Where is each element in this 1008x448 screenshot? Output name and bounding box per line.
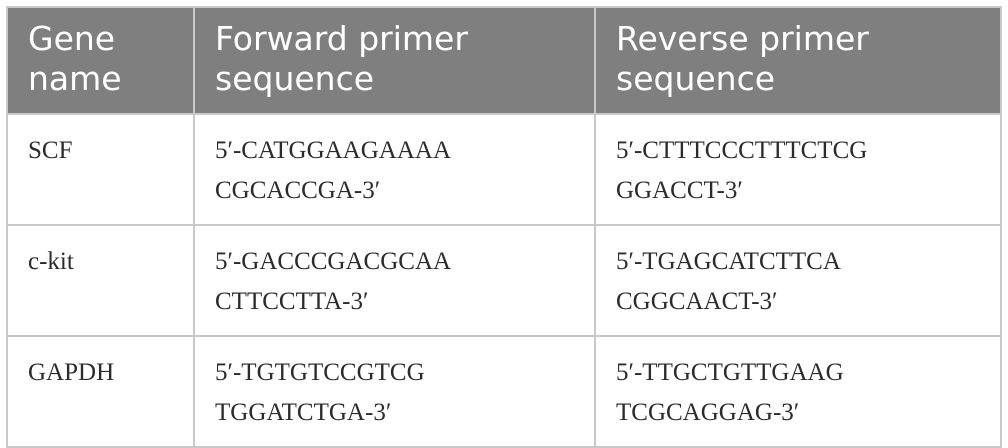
- reverse-primer-cell: 5′-CTTTCCCTTTCTCG GGACCT-3′: [594, 113, 1002, 226]
- header-forward-line2: sequence: [215, 59, 375, 98]
- reverse-primer-line1: 5′-TTGCTGTTGAAG: [616, 359, 844, 386]
- header-row: Gene name Forward primer sequence Revers…: [6, 6, 1002, 115]
- forward-primer-cell: 5′-CATGGAAGAAAA CGCACCGA-3′: [193, 113, 596, 226]
- reverse-primer-line1: 5′-TGAGCATCTTCA: [616, 248, 841, 275]
- primer-sequence-table: Gene name Forward primer sequence Revers…: [6, 6, 1002, 448]
- reverse-primer-line2: CGGCAACT-3′: [616, 288, 778, 315]
- header-reverse-primer: Reverse primer sequence: [594, 6, 1002, 115]
- table-row: GAPDH 5′-TGTGTCCGTCG TGGATCTGA-3′ 5′-TTG…: [6, 335, 1002, 448]
- header-reverse-line1: Reverse primer: [616, 19, 869, 58]
- gene-name-cell: GAPDH: [6, 335, 195, 448]
- table-body: SCF 5′-CATGGAAGAAAA CGCACCGA-3′ 5′-CTTTC…: [6, 113, 1002, 448]
- reverse-primer-line2: GGACCT-3′: [616, 177, 743, 204]
- reverse-primer-line2: TCGCAGGAG-3′: [616, 399, 800, 426]
- table-row: SCF 5′-CATGGAAGAAAA CGCACCGA-3′ 5′-CTTTC…: [6, 113, 1002, 226]
- gene-name: GAPDH: [28, 359, 115, 386]
- header-gene-name: Gene name: [6, 6, 195, 115]
- gene-name-cell: c-kit: [6, 224, 195, 337]
- header-forward-line1: Forward primer: [215, 19, 468, 58]
- reverse-primer-cell: 5′-TGAGCATCTTCA CGGCAACT-3′: [594, 224, 1002, 337]
- reverse-primer-cell: 5′-TTGCTGTTGAAG TCGCAGGAG-3′: [594, 335, 1002, 448]
- header-gene-line2: name: [28, 59, 122, 98]
- forward-primer-line1: 5′-CATGGAAGAAAA: [215, 137, 452, 164]
- forward-primer-line2: CGCACCGA-3′: [215, 177, 381, 204]
- forward-primer-line2: TGGATCTGA-3′: [215, 399, 392, 426]
- gene-name: c-kit: [28, 248, 74, 275]
- forward-primer-line1: 5′-TGTGTCCGTCG: [215, 359, 425, 386]
- gene-name-cell: SCF: [6, 113, 195, 226]
- header-forward-primer: Forward primer sequence: [193, 6, 596, 115]
- header-reverse-line2: sequence: [616, 59, 776, 98]
- gene-name: SCF: [28, 137, 73, 164]
- reverse-primer-line1: 5′-CTTTCCCTTTCTCG: [616, 137, 868, 164]
- forward-primer-cell: 5′-TGTGTCCGTCG TGGATCTGA-3′: [193, 335, 596, 448]
- forward-primer-cell: 5′-GACCCGACGCAA CTTCCTTA-3′: [193, 224, 596, 337]
- table-row: c-kit 5′-GACCCGACGCAA CTTCCTTA-3′ 5′-TGA…: [6, 224, 1002, 337]
- header-gene-line1: Gene: [28, 19, 116, 58]
- forward-primer-line2: CTTCCTTA-3′: [215, 288, 369, 315]
- forward-primer-line1: 5′-GACCCGACGCAA: [215, 248, 452, 275]
- table-header: Gene name Forward primer sequence Revers…: [6, 6, 1002, 115]
